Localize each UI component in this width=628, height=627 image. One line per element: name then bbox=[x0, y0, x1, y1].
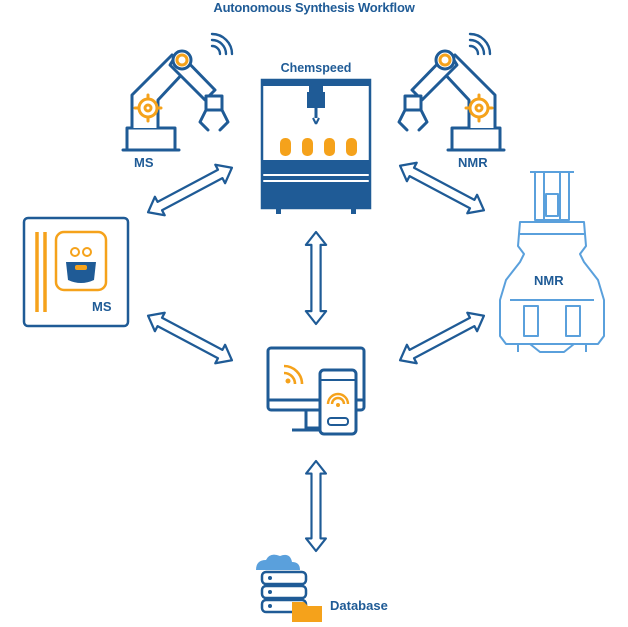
nmr-instrument-label: NMR bbox=[534, 273, 564, 288]
diagram-title: Autonomous Synthesis Workflow bbox=[213, 0, 415, 15]
robot-arm-left-icon bbox=[121, 32, 234, 152]
database-label: Database bbox=[330, 598, 388, 613]
chemspeed-label: Chemspeed bbox=[280, 61, 352, 75]
ms-instrument-label: MS bbox=[92, 299, 112, 314]
arrow-computer-database bbox=[305, 459, 327, 553]
nmr-instrument-icon bbox=[499, 171, 605, 353]
robot-arm-right-icon bbox=[397, 32, 506, 152]
arrow-ms-computer bbox=[142, 305, 238, 371]
arrow-chemspeed-computer bbox=[304, 230, 328, 326]
ms-instrument-icon bbox=[22, 216, 130, 328]
arrow-chemspeed-robot-left bbox=[142, 157, 238, 223]
computer-phone-icon bbox=[266, 346, 366, 436]
database-icon bbox=[256, 554, 322, 622]
chemspeed-platform-icon bbox=[260, 78, 372, 214]
robot-right-label: NMR bbox=[458, 155, 488, 170]
robot-left-label: MS bbox=[134, 155, 154, 170]
arrow-nmr-computer bbox=[394, 305, 490, 371]
